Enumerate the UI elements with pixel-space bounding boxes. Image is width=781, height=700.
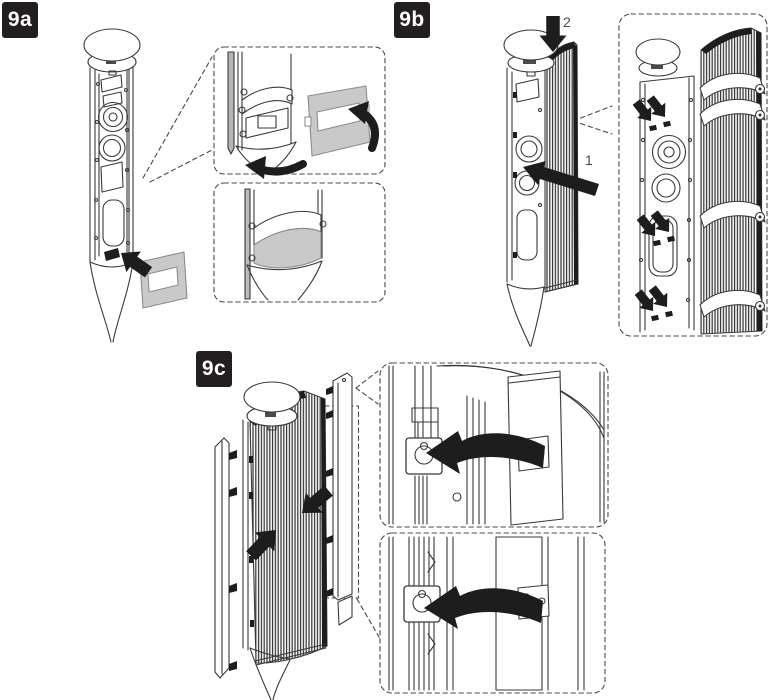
speaker-9a-drivers bbox=[93, 69, 131, 261]
press-down-arrow-9b bbox=[539, 16, 567, 52]
insert-arrow-9a bbox=[121, 251, 153, 278]
section-9c bbox=[214, 362, 609, 700]
detail-9b-grille-clips bbox=[632, 27, 766, 335]
speaker-9c bbox=[242, 381, 328, 700]
cover-plate-detail bbox=[304, 85, 371, 157]
step-label-9a: 9a bbox=[2, 2, 38, 38]
clip-markers bbox=[649, 120, 675, 322]
detail-9a-cover-installed bbox=[244, 188, 327, 301]
detail-9a-open-cover bbox=[227, 51, 379, 179]
speaker-9c-top-cap bbox=[243, 381, 301, 431]
rotate-arrow-icon bbox=[424, 586, 543, 629]
step-label-9c: 9c bbox=[196, 351, 232, 387]
press-clip-arrows bbox=[632, 95, 670, 311]
cover-plate-9a bbox=[139, 251, 188, 309]
grille-panel-9b bbox=[544, 41, 579, 293]
speaker-9a bbox=[83, 28, 141, 343]
speaker-9b bbox=[503, 29, 579, 347]
rotate-arrow-icon bbox=[245, 101, 379, 179]
slide-grille-arrow-9b bbox=[523, 161, 599, 196]
grille-brackets bbox=[699, 72, 766, 318]
zoom-leader-lines-9b bbox=[572, 105, 613, 135]
detail-box-9c-2 bbox=[379, 532, 606, 694]
detail-box-9c-1 bbox=[379, 362, 609, 528]
grille-panel-9c bbox=[249, 390, 328, 666]
detail-9c-hook-strip-bottom bbox=[388, 536, 585, 691]
trim-strip-right-9c bbox=[326, 372, 353, 626]
speaker-9a-top-cap bbox=[83, 28, 141, 76]
detail-box-9a-open bbox=[213, 46, 386, 175]
zoom-leader-lines-9c bbox=[355, 370, 380, 638]
attach-strip-arrow-right bbox=[302, 485, 333, 513]
trim-strip-left-9c bbox=[214, 437, 237, 679]
attach-strip-arrow-left bbox=[246, 530, 276, 561]
callout-step-2: 2 bbox=[563, 14, 571, 30]
detail-9c-hook-strip-top bbox=[388, 364, 605, 526]
detail-box-9a-closed bbox=[213, 182, 386, 303]
rotate-arrow-icon bbox=[426, 431, 545, 474]
step-label-9b: 9b bbox=[394, 2, 430, 38]
zoom-leader-lines-9a bbox=[142, 56, 213, 183]
callout-step-1: 1 bbox=[585, 152, 593, 168]
section-9b bbox=[503, 13, 768, 347]
section-9a bbox=[83, 28, 386, 343]
detail-9b-top-cap bbox=[635, 38, 681, 77]
detail-box-9b bbox=[618, 13, 768, 337]
